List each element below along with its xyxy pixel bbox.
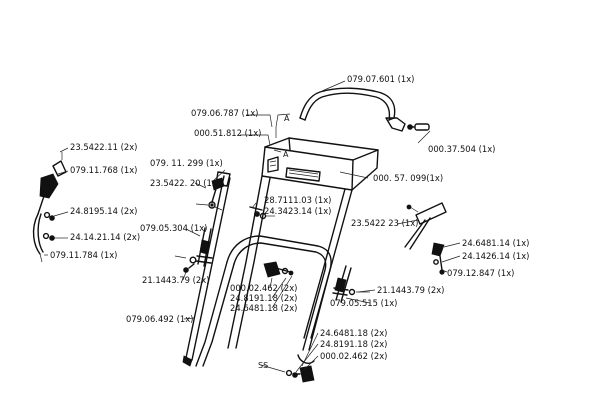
left-clamp-assembly <box>174 227 213 273</box>
left-lever-assembly <box>32 152 67 263</box>
label-24-8191-18-lower: 24.8191.18 (2x) <box>320 339 387 349</box>
right-lever-assembly <box>404 202 447 275</box>
label-079-11-768: 079.11.768 (1x) <box>70 165 137 175</box>
label-21-1443-79-right: 21.1443.79 (2x) <box>377 285 444 295</box>
marker-a-bottom: A <box>283 150 289 159</box>
label-079-11-784: 079.11.784 (1x) <box>50 250 117 260</box>
label-000-02-462-lower: 000.02.462 (2x) <box>320 351 387 361</box>
label-21-1443-79-left: 21.1443.79 (2x) <box>142 275 209 285</box>
main-handle-frame <box>227 113 379 349</box>
label-23-5422-20: 23.5422. 20 (1x) <box>150 178 220 188</box>
label-000-37-504: 000.37.504 (1x) <box>428 144 495 154</box>
label-24-8195-14: 24.8195.14 (2x) <box>70 206 137 216</box>
center-knob-assembly <box>263 261 294 278</box>
label-24-3423-14: 24.3423.14 (1x) <box>264 206 331 216</box>
label-000-57-099: 000. 57. 099(1x) <box>373 173 443 183</box>
label-24-14-21-14: 24.14.21.14 (2x) <box>70 232 140 242</box>
label-079-05-304: 079.05.304 (1x) <box>140 223 207 233</box>
label-079-06-787: 079.06.787 (1x) <box>191 108 258 118</box>
label-24-1426-14: 24.1426.14 (1x) <box>462 251 529 261</box>
left-long-tube <box>182 171 231 367</box>
marker-a-top: A <box>284 114 290 123</box>
top-handle-hoop <box>299 87 430 132</box>
marker-ss: SS <box>258 361 268 370</box>
label-000-02-462-upper: 000.02.462 (2x) <box>230 283 297 293</box>
label-000-51-812: 000.51.812 (1x) <box>194 128 261 138</box>
right-clamp-assembly <box>332 265 370 303</box>
label-079-11-299: 079. 11. 299 (1x) <box>150 158 223 168</box>
label-23-5422-23: 23.5422 23 (1x) <box>351 218 418 228</box>
label-24-6481-14: 24.6481.14 (1x) <box>462 238 529 248</box>
throttle-lever <box>195 177 225 211</box>
label-23-5422-11: 23.5422.11 (2x) <box>70 142 137 152</box>
label-24-6481-18-lower: 24.6481.18 (2x) <box>320 328 387 338</box>
label-28-7111-03: 28.7111.03 (1x) <box>264 195 331 205</box>
label-079-05-515: 079.05.515 (1x) <box>330 298 397 308</box>
label-079-07-601: 079.07.601 (1x) <box>347 74 414 84</box>
label-079-06-492: 079.06.492 (1x) <box>126 314 193 324</box>
bottom-knob-assembly <box>260 364 315 383</box>
leader-lines <box>44 80 461 373</box>
label-24-6481-18-upper: 24.6481.18 (2x) <box>230 303 297 313</box>
label-079-12-847: 079.12.847 (1x) <box>447 268 514 278</box>
label-24-8191-18-upper: 24.8191.18 (2x) <box>230 293 297 303</box>
lower-handle <box>195 235 332 367</box>
